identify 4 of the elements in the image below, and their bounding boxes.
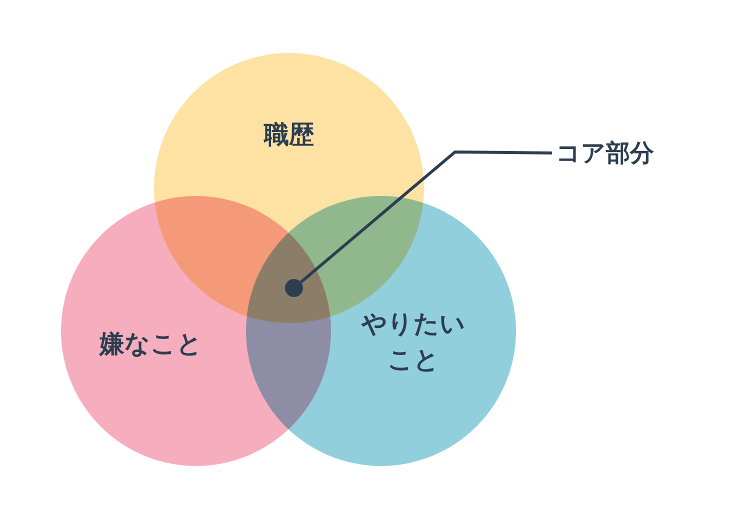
callout-label: コア部分 bbox=[556, 138, 654, 168]
circle-label: 職歴 bbox=[262, 119, 315, 151]
circle-label: やりたいこと bbox=[360, 308, 466, 376]
circle-label: 嫌なこと bbox=[98, 328, 204, 360]
